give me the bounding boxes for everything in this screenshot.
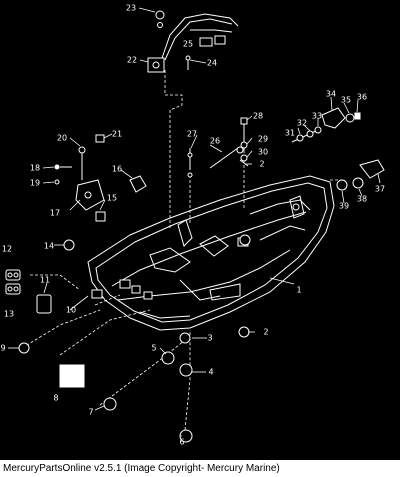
part-label-11: 11 [40,276,50,285]
part-label-12: 12 [2,245,12,254]
part-label-5: 5 [151,344,156,353]
part-label-25: 25 [183,40,193,49]
part-label-39: 39 [339,202,349,211]
part-label-33: 33 [312,112,322,121]
part-label-32: 32 [297,119,307,128]
part-label-28: 28 [253,112,263,121]
part-label-17: 17 [50,209,60,218]
part-label-31: 31 [285,129,295,138]
part-label-6: 6 [179,438,184,447]
part-label-4: 4 [208,368,213,377]
bracket-assembly [54,134,147,222]
part-label-16: 16 [112,165,122,174]
part-label-29: 29 [258,135,268,144]
part-label-19: 19 [30,179,40,188]
part-label-23: 23 [126,4,136,13]
part-label-13: 13 [4,310,14,319]
part-label-2-upper: 2 [259,160,264,169]
loose-parts [5,234,251,443]
part-number-labels: 1 2 2 3 4 5 6 7 8 9 10 11 12 13 14 15 16… [0,4,385,447]
explode-lines [21,70,345,431]
part-label-10: 10 [66,306,76,315]
image-caption: MercuryPartsOnline v2.5.1 (Image Copyrig… [0,460,400,477]
bottom-cowl [87,175,335,331]
part-label-34: 34 [326,90,336,99]
part-label-15: 15 [107,194,117,203]
shift-controls [187,107,385,191]
part-label-37: 37 [375,185,385,194]
part-label-3: 3 [207,334,212,343]
part-label-7: 7 [88,408,93,417]
part-label-20: 20 [57,134,67,143]
part-label-38: 38 [357,195,367,204]
wire-harness [147,10,239,73]
part-label-9: 9 [0,344,5,353]
part-label-30: 30 [258,148,268,157]
part-label-21: 21 [112,130,122,139]
part-label-36: 36 [357,93,367,102]
part-label-26: 26 [210,137,220,146]
part-label-1: 1 [296,286,301,295]
part-label-2-lower: 2 [263,328,268,337]
leader-lines [8,7,381,437]
part-label-8: 8 [53,394,58,403]
exploded-parts-diagram: 1 2 2 3 4 5 6 7 8 9 10 11 12 13 14 15 16… [0,4,385,447]
part-label-27: 27 [187,130,197,139]
part-label-22: 22 [127,56,137,65]
part-label-24: 24 [207,59,217,68]
part-label-14: 14 [44,242,54,251]
part-label-18: 18 [30,164,40,173]
part-label-35: 35 [341,96,351,105]
